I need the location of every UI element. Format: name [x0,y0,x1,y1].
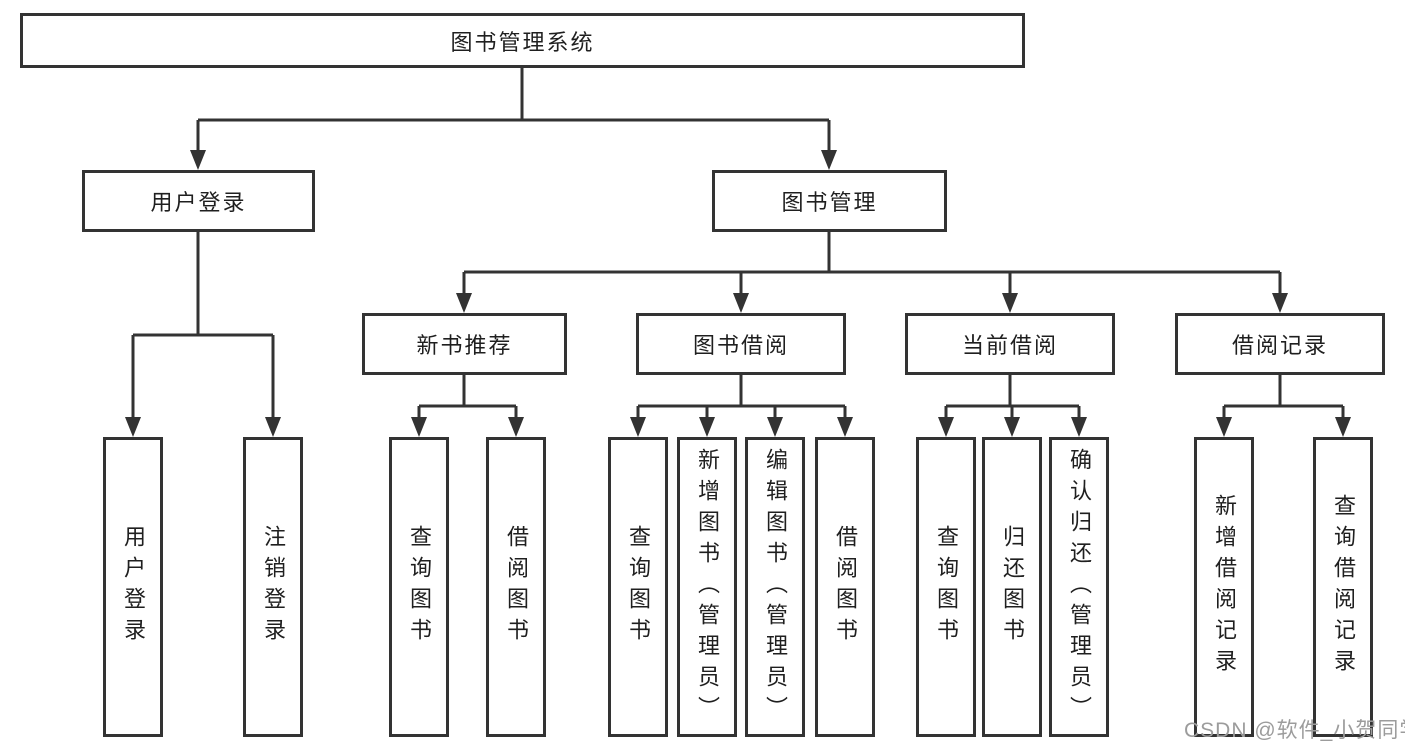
node-new-book-recommendation: 新书推荐 [362,313,567,375]
node-label: 用户登录 [150,190,247,215]
leaf-edit-books-admin: 编辑图书（管理员） [745,437,805,737]
node-label: 注销登录 [261,525,286,649]
node-label: 当前借阅 [961,333,1058,358]
node-label: 查询图书 [407,525,432,649]
node-label: 借阅图书 [504,525,529,649]
arrowhead [1272,293,1288,313]
node-label: 确认归还（管理员） [1067,447,1092,727]
node-label: 新书推荐 [416,333,513,358]
arrowhead [265,417,281,437]
leaf-logout-login: 注销登录 [243,437,303,737]
node-book-borrowing: 图书借阅 [636,313,846,375]
arrowhead [1002,293,1018,313]
arrowhead [837,417,853,437]
arrowhead [456,293,472,313]
leaf-query-books-borrowing: 查询图书 [608,437,668,737]
leaf-query-borrowing-record: 查询借阅记录 [1313,437,1373,737]
arrowhead [1004,417,1020,437]
leaf-add-books-admin: 新增图书（管理员） [677,437,737,737]
node-current-borrowing: 当前借阅 [905,313,1115,375]
node-book-management-system: 图书管理系统 [20,13,1025,68]
leaf-user-login: 用户登录 [103,437,163,737]
arrowhead [733,293,749,313]
leaf-add-borrowing-record: 新增借阅记录 [1194,437,1254,737]
node-label: 查询图书 [934,525,959,649]
leaf-confirm-return-admin: 确认归还（管理员） [1049,437,1109,737]
arrowhead [699,417,715,437]
arrowhead [938,417,954,437]
node-label: 图书管理 [781,190,878,215]
node-label: 编辑图书（管理员） [763,447,788,727]
node-book-management: 图书管理 [712,170,947,232]
arrowhead [821,150,837,170]
node-label: 查询借阅记录 [1331,494,1356,680]
node-label: 查询图书 [626,525,651,649]
node-label: 新增图书（管理员） [695,447,720,727]
node-label: 借阅记录 [1231,333,1328,358]
leaf-query-books-recommend: 查询图书 [389,437,449,737]
node-borrowing-records: 借阅记录 [1175,313,1385,375]
node-label: 归还图书 [1000,525,1025,649]
arrowhead [1071,417,1087,437]
arrowhead [411,417,427,437]
arrowhead [190,150,206,170]
node-label: 新增借阅记录 [1212,494,1237,680]
arrowhead [508,417,524,437]
node-label: 图书借阅 [692,333,789,358]
node-label: 用户登录 [121,525,146,649]
arrowhead [1335,417,1351,437]
node-label: 借阅图书 [833,525,858,649]
leaf-return-books: 归还图书 [982,437,1042,737]
leaf-query-books-current: 查询图书 [916,437,976,737]
node-label: 图书管理系统 [450,29,595,55]
arrowhead [767,417,783,437]
arrowhead [630,417,646,437]
arrowhead [1216,417,1232,437]
leaf-borrow-books-recommend: 借阅图书 [486,437,546,737]
arrowhead [125,417,141,437]
watermark: CSDN @软件_小贺同学 [1184,719,1405,742]
leaf-borrow-books-borrowing: 借阅图书 [815,437,875,737]
node-user-login: 用户登录 [82,170,315,232]
